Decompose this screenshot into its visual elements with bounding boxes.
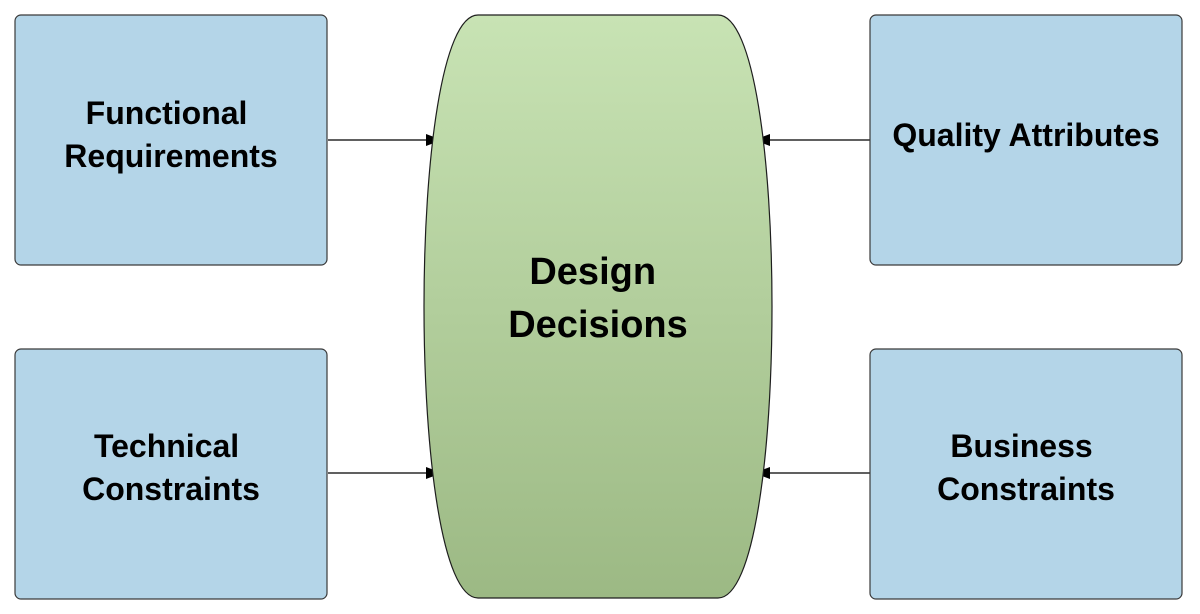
functional-requirements-rect xyxy=(14,14,328,266)
business-constraints-line2: Constraints xyxy=(937,471,1115,507)
technical-constraints-rect xyxy=(14,348,328,600)
technical-constraints-line1: Technical xyxy=(94,428,239,464)
business-constraints-box: Business Constraints xyxy=(869,348,1183,600)
technical-constraints-box: Technical Constraints xyxy=(14,348,328,600)
business-constraints-line1: Business xyxy=(950,428,1092,464)
quality-attributes-label: Quality Attributes xyxy=(892,117,1159,153)
functional-requirements-line1: Functional xyxy=(86,95,248,131)
business-constraints-label: Business Constraints xyxy=(937,428,1115,507)
quality-attributes-line1: Quality Attributes xyxy=(892,117,1159,153)
design-decisions-label: Design Decisions xyxy=(508,251,688,346)
functional-requirements-line2: Requirements xyxy=(64,138,277,174)
technical-constraints-line2: Constraints xyxy=(82,471,260,507)
functional-requirements-box: Functional Requirements xyxy=(14,14,328,266)
technical-constraints-label: Technical Constraints xyxy=(82,428,260,507)
business-constraints-rect xyxy=(869,348,1183,600)
design-decisions-line1: Design xyxy=(529,251,656,293)
functional-requirements-label: Functional Requirements xyxy=(64,95,277,174)
design-decisions-line2: Decisions xyxy=(508,304,688,346)
design-decisions-shape xyxy=(423,14,773,599)
quality-attributes-rect xyxy=(869,14,1183,266)
quality-attributes-box: Quality Attributes xyxy=(869,14,1183,266)
